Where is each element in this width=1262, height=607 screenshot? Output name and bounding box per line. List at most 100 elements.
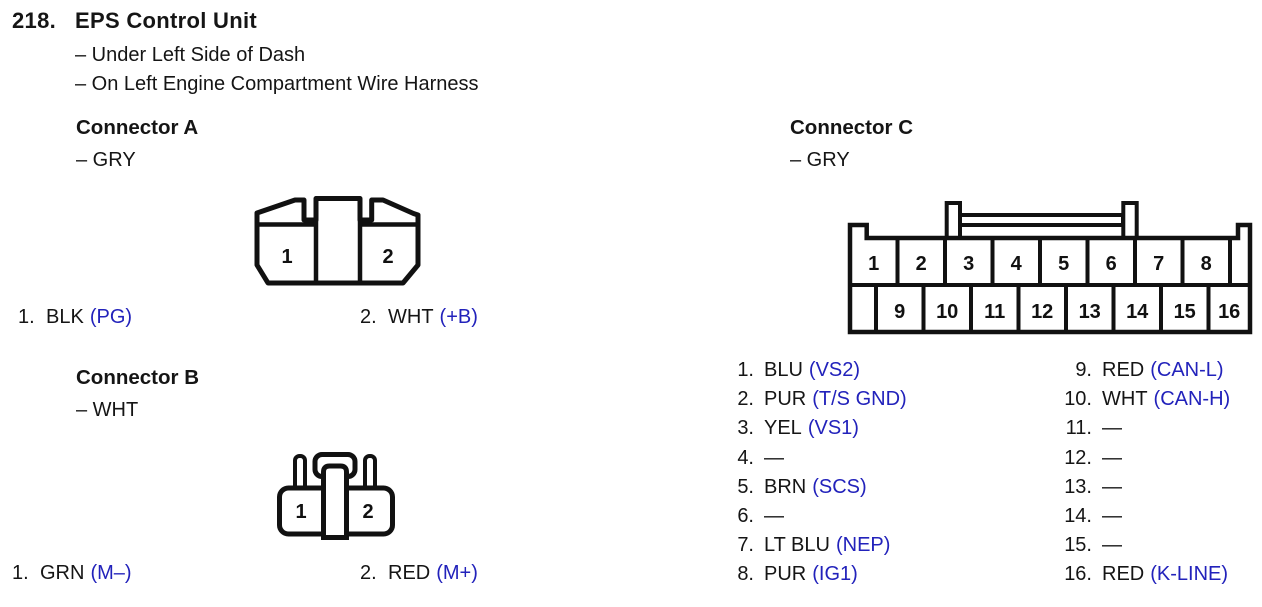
pin-signal-code: (M+) (436, 562, 478, 584)
connector-b-diagram: 1 2 (277, 452, 395, 540)
pin-number: 10. (1064, 388, 1092, 411)
pin-signal-code: (VS1) (807, 417, 859, 440)
pin-row: 3. YEL (VS1) (728, 414, 907, 443)
pin-number: 8. (737, 563, 754, 586)
location-notes: – Under Left Side of Dash – On Left Engi… (75, 41, 479, 98)
pin-wire-color: — (764, 505, 784, 528)
pin-number: 9. (1075, 359, 1092, 382)
connector-c-shell (847, 222, 1253, 335)
pin-row: 10. WHT (CAN-H) (1055, 385, 1230, 414)
pin-cavity-number: 12 (1031, 301, 1053, 323)
pin-row: 4. — (728, 444, 907, 473)
pin-signal-code: (T/S GND) (812, 388, 907, 411)
pin-wire-color: — (1102, 475, 1122, 498)
connector-c-diagram: 1 2 3 4 5 6 7 8 9 10 11 12 13 14 15 16 (847, 201, 1253, 335)
pin-cavity-number: 7 (1153, 253, 1164, 275)
pin-row: 6. — (728, 502, 907, 531)
pin-number: 4. (737, 446, 754, 469)
connector-c-lock-rail (958, 213, 1125, 227)
pin-cavity-number: 6 (1106, 253, 1117, 275)
pin-wire-color: BRN (764, 475, 807, 498)
pin-wire-color: PUR (764, 563, 807, 586)
pin-wire-color: BLK (46, 306, 84, 328)
pin-signal-code: (K-LINE) (1150, 563, 1229, 586)
pin-number: 5. (737, 475, 754, 498)
pin-signal-code: (PG) (89, 306, 133, 328)
connector-c-pin-list-right: 9. RED (CAN-L) 10. WHT (CAN-H) 11. — 12.… (1055, 356, 1230, 590)
pin-signal-code: (SCS) (812, 475, 867, 498)
pin-number: 16. (1064, 563, 1092, 586)
pin-row: 12. — (1055, 444, 1230, 473)
pin-cavity-number: 2 (362, 501, 373, 523)
pin-cavity-number: 4 (1011, 253, 1023, 275)
pin-row: 1. GRN (M–) (12, 562, 132, 585)
connector-a-heading: Connector A (76, 116, 199, 139)
connector-b-center-channel (321, 463, 349, 540)
pin-wire-color: RED (388, 562, 431, 584)
pin-cavity-number: 1 (281, 246, 292, 268)
pin-cavity-number: 2 (916, 253, 927, 275)
pin-number: 1. (737, 359, 754, 382)
pin-wire-color: — (1102, 505, 1122, 528)
connector-c-color-note: – GRY (790, 149, 850, 171)
pin-signal-code: (NEP) (835, 534, 891, 557)
pin-cavity-number: 10 (936, 301, 958, 323)
pin-number: 1. (18, 306, 35, 328)
location-line-1: – Under Left Side of Dash (75, 44, 306, 66)
pin-number: 14. (1064, 505, 1092, 528)
pin-row: 7. LT BLU (NEP) (728, 531, 907, 560)
connector-a-shell (254, 196, 421, 286)
pin-row: 1. BLU (VS2) (728, 356, 907, 385)
pin-cavity-number: 2 (382, 246, 393, 268)
pin-cavity-number: 15 (1174, 301, 1196, 323)
pin-row: 2. WHT (+B) (360, 306, 478, 329)
pin-wire-color: PUR (764, 388, 807, 411)
connector-b-prong-left (293, 454, 307, 492)
pin-number: 7. (737, 534, 754, 557)
pin-number: 2. (360, 306, 377, 328)
pin-number: 12. (1064, 446, 1092, 469)
pin-signal-code: (CAN-H) (1153, 388, 1231, 411)
pin-row: 8. PUR (IG1) (728, 560, 907, 589)
section-number: 218. (12, 8, 57, 33)
pin-cavity-number: 9 (894, 301, 905, 323)
pin-row: 14. — (1055, 502, 1230, 531)
pin-number: 3. (737, 417, 754, 440)
pin-number: 11. (1065, 417, 1092, 440)
pin-cavity-number: 8 (1201, 253, 1212, 275)
pin-wire-color: — (1102, 446, 1122, 469)
connector-c-top-row-walls (895, 238, 1232, 285)
pin-cavity-number: 16 (1218, 301, 1240, 323)
pin-row: 16. RED (K-LINE) (1055, 560, 1230, 589)
pin-wire-color: LT BLU (764, 534, 830, 557)
pin-cavity-number: 1 (295, 501, 306, 523)
pin-row: 13. — (1055, 473, 1230, 502)
pin-wire-color: — (1102, 417, 1122, 440)
pin-number: 2. (360, 562, 377, 584)
pin-signal-code: (+B) (439, 306, 478, 328)
pin-cavity-number: 11 (984, 301, 1005, 323)
pin-wire-color: WHT (1102, 388, 1148, 411)
pin-cavity-number: 5 (1058, 253, 1069, 275)
pin-cavity-number: 14 (1126, 301, 1149, 323)
pin-wire-color: RED (1102, 359, 1145, 382)
pin-row: 15. — (1055, 531, 1230, 560)
pin-cavity-number: 1 (868, 253, 879, 275)
pin-wire-color: — (764, 446, 784, 469)
pin-number: 1. (12, 562, 29, 584)
pin-signal-code: (IG1) (812, 563, 858, 586)
connector-b-prong-right (363, 454, 377, 492)
pin-row: 1. BLK (PG) (18, 306, 132, 329)
connector-a-color-note: – GRY (76, 149, 136, 171)
pin-number: 13. (1064, 475, 1092, 498)
pin-row: 2. RED (M+) (360, 562, 478, 585)
connector-c-heading: Connector C (790, 116, 913, 139)
pin-number: 15. (1064, 534, 1092, 557)
pin-signal-code: (VS2) (808, 359, 861, 382)
connector-c-pin-list-left: 1. BLU (VS2) 2. PUR (T/S GND) 3. YEL (VS… (728, 356, 907, 590)
pin-wire-color: YEL (764, 417, 802, 440)
pin-wire-color: GRN (40, 562, 85, 584)
pin-wire-color: — (1102, 534, 1122, 557)
pin-cavity-number: 13 (1079, 301, 1101, 323)
